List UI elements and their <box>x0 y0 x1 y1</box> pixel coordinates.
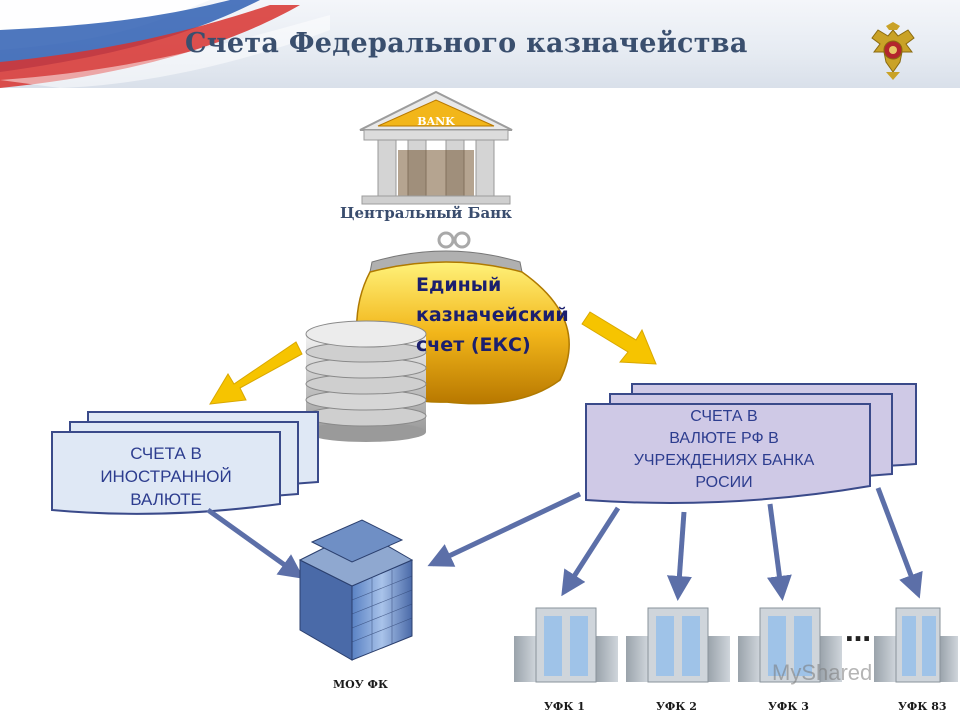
ufk-label-3: УФК 3 <box>768 700 809 713</box>
blue-arrows <box>206 487 923 601</box>
ellipsis: … <box>845 618 873 648</box>
eks-line-3: счет (ЕКС) <box>416 334 531 356</box>
rub-line-4: РОСИИ <box>695 474 753 491</box>
foreign-currency-text: СЧЕТА В ИНОСТРАННОЙ ВАЛЮТЕ <box>76 442 256 511</box>
page-title: Счета Федерального казначейства <box>185 28 748 59</box>
ufk-label-1: УФК 1 <box>544 700 585 713</box>
rub-accounts-text: СЧЕТА В ВАЛЮТЕ РФ В УЧРЕЖДЕНИЯХ БАНКА РО… <box>604 406 844 494</box>
arrow-to-ufk83 <box>875 487 923 599</box>
ufk-building-icon-3 <box>738 607 842 683</box>
rub-line-3: УЧРЕЖДЕНИЯХ БАНКА <box>633 452 815 469</box>
central-bank-label: Центральный Банк <box>340 204 512 222</box>
rub-accounts-box <box>585 383 917 504</box>
treasury-emblem-icon <box>871 22 915 80</box>
bank-sign-text: BANK <box>417 115 455 128</box>
yellow-arrow-left <box>209 341 303 405</box>
ufk-building-icon-2 <box>626 607 730 683</box>
eks-line-2: казначейский <box>416 304 569 326</box>
russian-flag-decoration <box>0 0 330 88</box>
watermark: MyShared <box>772 660 873 685</box>
rub-line-1: СЧЕТА В <box>690 408 758 425</box>
eks-label: Единый казначейский счет (ЕКС) <box>416 270 569 360</box>
arrow-rub-to-mou <box>427 491 582 567</box>
mou-label: МОУ ФК <box>333 678 388 691</box>
ufk-label-83: УФК 83 <box>898 700 947 713</box>
foreign-currency-box <box>51 411 319 515</box>
ufk-building-icon-1 <box>514 607 618 683</box>
arrow-foreign-to-mou <box>206 507 305 579</box>
rub-line-2: ВАЛЮТЕ РФ В <box>669 430 779 447</box>
ufk-building-icon-83 <box>874 607 958 683</box>
foreign-line-2: ИНОСТРАННОЙ <box>100 467 232 486</box>
foreign-line-1: СЧЕТА В <box>130 444 202 463</box>
eks-line-1: Единый <box>416 274 502 296</box>
ufk-label-2: УФК 2 <box>656 700 697 713</box>
arrow-to-ufk1 <box>561 506 621 597</box>
central-bank-icon <box>359 90 513 205</box>
header-banner: Счета Федерального казначейства <box>0 0 960 88</box>
arrow-to-ufk3 <box>767 503 792 601</box>
arrow-to-ufk2 <box>666 511 692 601</box>
mou-building-icon <box>298 519 414 661</box>
foreign-line-3: ВАЛЮТЕ <box>130 490 202 509</box>
coin-stack-icon <box>305 320 427 442</box>
yellow-arrow-right <box>581 311 657 365</box>
